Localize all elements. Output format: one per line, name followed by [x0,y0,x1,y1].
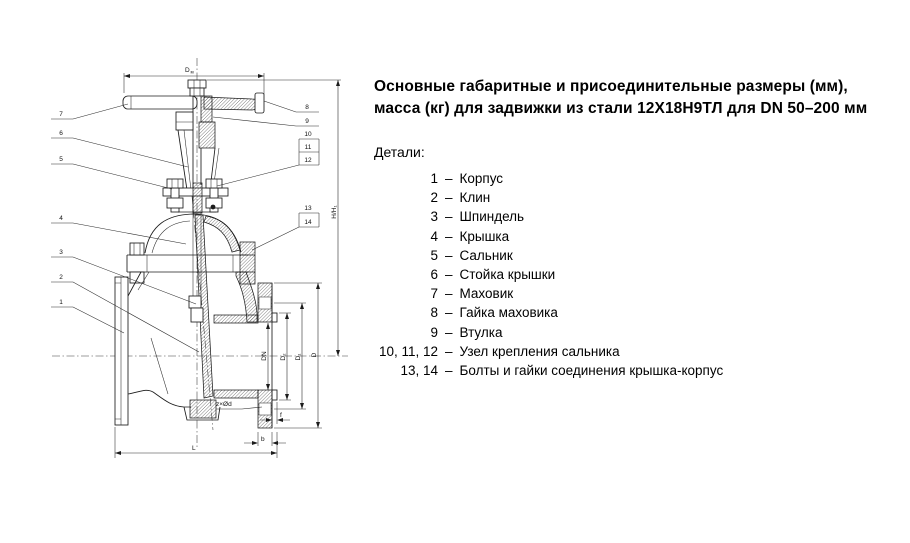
legend-item: 2–Клин [374,188,904,207]
legend-item: 5–Сальник [374,246,904,265]
callout-5: 5 [59,156,63,163]
dim-label-length: L [192,445,196,452]
legend-item-num: 8 [430,305,438,321]
callout-7: 7 [59,111,63,118]
legend-item: 4–Крышка [374,227,904,246]
legend-item-num: 13, 14 [400,363,438,379]
legend-item-num: 2 [430,190,438,206]
description-panel: Основные габаритные и присоединительные … [374,76,904,380]
bushing-9 [200,95,213,123]
dim-label-d2: D₂ [280,353,287,361]
legend-dash: – [445,324,453,340]
legend-item: 13, 14–Болты и гайки соединения крышка-к… [374,361,904,380]
callout-1: 1 [59,299,63,306]
callout-12: 12 [304,157,312,164]
callout-9: 9 [305,118,309,125]
legend-dash: – [445,343,453,359]
legend-dash: – [445,190,453,206]
section-title: Основные габаритные и присоединительные … [374,76,904,120]
body [114,214,259,426]
legend-item: 3–Шпиндель [374,207,904,226]
dim-label-holes: z×Ød [216,401,232,408]
legend-item-label: Клин [459,190,491,206]
legend-item-label: Маховик [459,286,514,302]
legend-item-label: Сальник [459,247,513,263]
legend-item: 9–Втулка [374,323,904,342]
legend-item-num: 10, 11, 12 [378,343,438,359]
legend-item-num: 9 [430,324,438,340]
title-line-1: Основные габаритные и присоединительные … [374,78,848,95]
legend-item-label: Шпиндель [459,209,525,225]
wedge-2 [194,214,214,399]
legend-item-label: Болты и гайки соединения крышка-корпус [459,363,724,379]
legend-item: 7–Маховик [374,284,904,303]
legend-item-num: 6 [430,267,438,283]
legend-item-num: 1 [430,171,438,186]
legend-dash: – [445,247,453,263]
handwheel-nut-8 [254,92,265,114]
valve-technical-drawing: D м H/H₁ DN D₂ D₁ [51,58,348,458]
bolt-hole [258,402,272,416]
legend-item: 8–Гайка маховика [374,303,904,322]
dim-label-dn: DN [261,351,268,361]
legend-item-label: Стойка крышки [459,267,556,283]
legend-item-label: Крышка [459,228,510,244]
legend-item-num: 3 [430,209,438,225]
stem-and-bushing [175,95,216,300]
legend-dash: – [445,286,453,302]
callout-8: 8 [305,104,309,111]
callout-13: 13 [304,205,312,212]
legend-item-label: Узел крепления сальника [459,343,620,359]
legend-item-label: Гайка маховика [459,305,558,321]
callout-4: 4 [59,215,63,222]
legend-dash: – [445,209,453,225]
dim-label-wheel-d-sub: м [191,70,194,75]
legend-dash: – [445,363,453,379]
legend-item-label: Корпус [459,171,504,186]
legend-item-label: Втулка [459,324,503,340]
dim-label-d1: D₁ [295,353,302,361]
legend-dash: – [445,171,453,186]
legend-item: 10, 11, 12–Узел крепления сальника [374,342,904,361]
left-flange [114,276,129,426]
title-line-2: масса (кг) для задвижки из стали 12Х18Н9… [374,100,868,117]
handwheel [122,79,265,114]
legend-item: 6–Стойка крышки [374,265,904,284]
legend-dash: – [445,305,453,321]
callout-6: 6 [59,130,63,137]
legend-item-num: 5 [430,247,438,263]
legend-item: 1–Корпус [374,169,904,188]
legend-heading: Детали: [374,144,425,160]
callout-2: 2 [59,274,63,281]
callout-3: 3 [59,249,63,256]
callout-14: 14 [304,219,312,226]
right-flange [257,282,278,429]
parts-legend: 1–Корпус 2–Клин 3–Шпиндель 4–Крышка 5–Са… [374,169,904,380]
dim-label-f: f [280,412,282,419]
legend-item-num: 4 [430,228,438,244]
dim-label-b: b [261,436,265,443]
dim-label-wheel-d: D [185,67,190,74]
legend-item-num: 7 [430,286,438,302]
callout-11: 11 [305,144,312,151]
dimensions: D м H/H₁ DN D₂ D₁ [114,67,341,458]
callout-10: 10 [304,131,312,138]
callouts: 7 6 5 4 3 2 1 8 9 10 11 12 13 14 [51,100,320,353]
legend-dash: – [445,228,453,244]
dim-label-d: D [311,352,318,357]
legend-dash: – [445,267,453,283]
dim-label-height: H/H₁ [331,205,338,219]
gland-assembly [162,178,229,214]
